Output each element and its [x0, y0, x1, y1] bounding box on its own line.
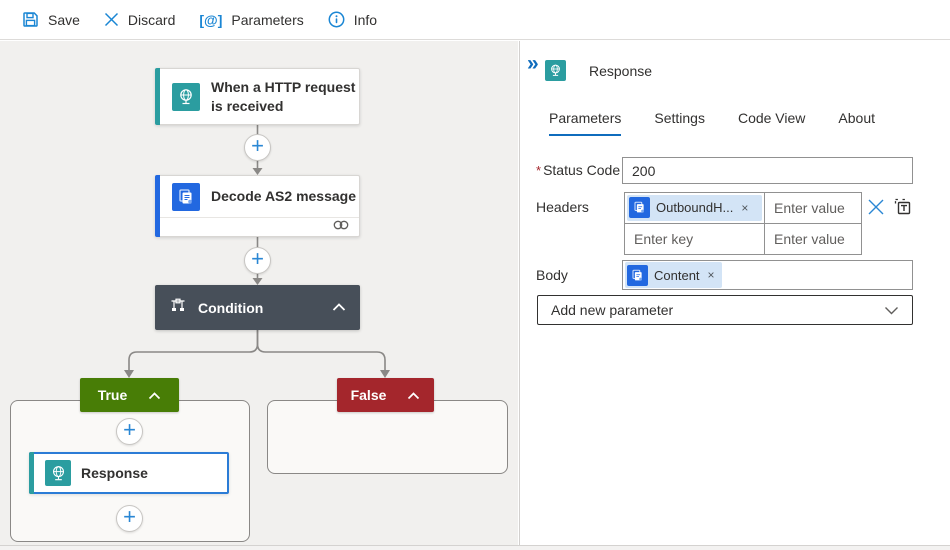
action-title: Decode AS2 message — [211, 188, 356, 205]
headers-key-cell-1[interactable]: OutboundH... × — [625, 193, 765, 224]
discard-label: Discard — [127, 11, 176, 28]
horizontal-scrollbar-track[interactable] — [0, 545, 950, 550]
status-code-value: 200 — [632, 162, 656, 179]
save-label: Save — [48, 11, 80, 28]
collapse-panel-icon[interactable]: » — [527, 52, 539, 75]
parameters-button[interactable]: [@] Parameters — [187, 0, 315, 39]
plus-icon: + — [251, 246, 264, 271]
headers-clear-icon[interactable] — [867, 198, 885, 216]
discard-icon — [104, 12, 119, 27]
as2-decode-icon — [172, 182, 200, 211]
parameters-icon: [@] — [199, 11, 223, 28]
condition-title: Condition — [198, 299, 264, 316]
token-text: Content — [654, 267, 700, 283]
parameters-label: Parameters — [231, 11, 304, 28]
response-node-title: Response — [81, 464, 148, 481]
condition-node[interactable]: Condition — [155, 285, 360, 330]
panel-tabs: Parameters Settings Code View About — [520, 110, 950, 136]
tab-code-view[interactable]: Code View — [737, 110, 806, 126]
plus-icon: + — [123, 417, 136, 442]
response-icon — [45, 460, 71, 486]
insert-step-button-true-bottom[interactable]: + — [116, 505, 143, 532]
content-token[interactable]: Content × — [625, 262, 722, 288]
token-text: OutboundH... — [656, 200, 734, 216]
false-collapse-chevron-icon[interactable] — [407, 387, 420, 403]
false-branch-container — [267, 400, 508, 474]
token-doc-icon — [629, 197, 650, 219]
false-branch-badge[interactable]: False — [337, 378, 434, 412]
discard-button[interactable]: Discard — [92, 0, 187, 39]
false-label: False — [350, 387, 387, 403]
token-doc-icon — [627, 264, 648, 286]
panel-response-icon — [545, 60, 566, 81]
action-stripe — [155, 175, 160, 237]
tab-parameters[interactable]: Parameters — [549, 110, 622, 136]
action-node-main: Decode AS2 message — [156, 176, 359, 217]
condition-icon — [169, 296, 187, 319]
headers-value-cell-2[interactable]: Enter value — [765, 224, 861, 255]
true-collapse-chevron-icon[interactable] — [148, 387, 161, 403]
headers-key-cell-2[interactable]: Enter key — [625, 223, 765, 254]
token-remove-icon[interactable]: × — [741, 200, 749, 215]
enter-value-placeholder: Enter value — [774, 199, 845, 216]
info-label: Info — [353, 11, 378, 28]
workflow-connectors — [124, 125, 390, 378]
connection-link-icon[interactable] — [332, 218, 350, 236]
body-input[interactable]: Content × — [622, 260, 913, 290]
insert-step-button-2[interactable]: + — [244, 247, 271, 274]
enter-key-placeholder: Enter key — [634, 230, 694, 247]
save-button[interactable]: Save — [10, 0, 92, 39]
command-bar: Save Discard [@] Parameters Info — [0, 0, 950, 40]
trigger-node-http-request[interactable]: When a HTTP request is received — [155, 68, 360, 125]
add-new-parameter-dropdown[interactable]: Add new parameter — [537, 295, 913, 325]
body-label: Body — [536, 267, 568, 283]
plus-icon: + — [123, 504, 136, 529]
insert-step-button-1[interactable]: + — [244, 134, 271, 161]
trigger-title: When a HTTP request is received — [211, 79, 356, 114]
headers-grid: OutboundH... × Enter value Enter key Ent… — [624, 192, 862, 255]
info-icon — [328, 11, 345, 28]
trigger-stripe — [155, 68, 160, 125]
http-request-icon — [172, 82, 200, 111]
true-branch-badge[interactable]: True — [80, 378, 179, 412]
operation-details-panel: » Response Parameters Settings Code View… — [519, 41, 950, 545]
true-label: True — [97, 387, 128, 403]
designer-canvas[interactable]: When a HTTP request is received + Decode… — [0, 41, 518, 545]
status-code-input[interactable]: 200 — [622, 157, 913, 184]
response-stripe — [29, 452, 34, 494]
tab-about[interactable]: About — [838, 110, 875, 126]
required-asterisk: * — [536, 163, 542, 178]
save-icon — [22, 11, 39, 28]
chevron-down-icon — [884, 302, 899, 318]
tab-settings[interactable]: Settings — [654, 110, 705, 126]
response-node-selected[interactable]: Response — [29, 452, 229, 494]
insert-step-button-true-top[interactable]: + — [116, 418, 143, 445]
collapse-chevron-icon[interactable] — [332, 299, 346, 317]
action-node-decode-as2[interactable]: Decode AS2 message — [155, 175, 360, 237]
plus-icon: + — [251, 133, 264, 158]
info-button[interactable]: Info — [316, 0, 389, 39]
action-node-footer — [156, 217, 359, 236]
token-remove-icon[interactable]: × — [707, 268, 715, 282]
headers-label: Headers — [536, 199, 589, 215]
headers-switch-to-text-mode-icon[interactable] — [893, 197, 912, 216]
enter-value-placeholder: Enter value — [774, 230, 845, 247]
add-new-parameter-label: Add new parameter — [551, 302, 674, 318]
status-code-label: *Status Code — [536, 162, 621, 178]
headers-value-cell-1[interactable]: Enter value — [765, 193, 861, 224]
outbound-headers-token[interactable]: OutboundH... × — [627, 194, 762, 221]
panel-title[interactable]: Response — [589, 63, 653, 79]
